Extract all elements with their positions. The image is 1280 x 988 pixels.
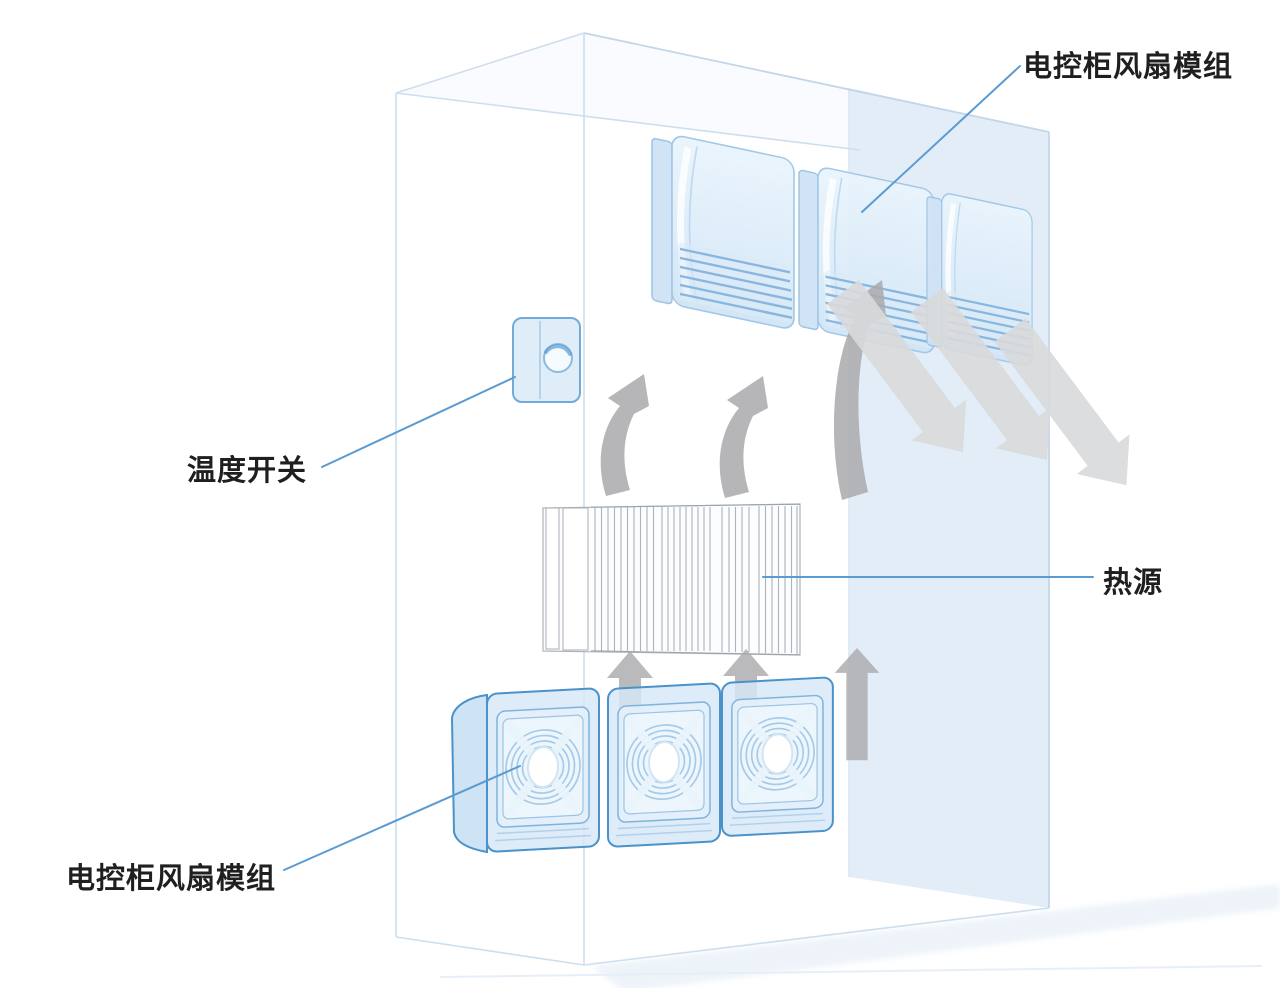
label-temperature-switch: 温度开关 <box>187 453 308 487</box>
label-heat-source: 热源 <box>1103 565 1164 599</box>
rising-airflow-arrows <box>600 280 886 500</box>
label-top-fan-module: 电控柜风扇模组 <box>1023 49 1234 83</box>
bottom-fan-unit <box>487 688 599 852</box>
bottom-fan-unit <box>722 677 833 836</box>
heat-sink <box>542 503 801 656</box>
floor-line <box>439 965 1263 978</box>
leader-lines <box>283 65 1094 871</box>
airflow-curved-arrow <box>600 374 649 496</box>
leader-line-bottom-fan-module <box>283 765 521 871</box>
bottom-fan-module-group <box>450 677 833 854</box>
cabinet-wireframe <box>395 32 1050 966</box>
leader-line-temperature-switch <box>321 376 516 468</box>
airflow-curved-arrow <box>833 280 886 500</box>
switch-knob <box>543 343 573 373</box>
airflow-curved-arrow <box>719 376 768 498</box>
temperature-switch <box>512 317 581 403</box>
top-fan-unit <box>652 130 794 330</box>
bottom-fan-unit <box>608 683 720 847</box>
label-bottom-fan-module: 电控柜风扇模组 <box>66 861 277 895</box>
floor-shadow <box>592 884 1280 988</box>
fan-side-wedge <box>450 693 488 854</box>
leader-line-top-fan-module <box>861 65 1021 213</box>
